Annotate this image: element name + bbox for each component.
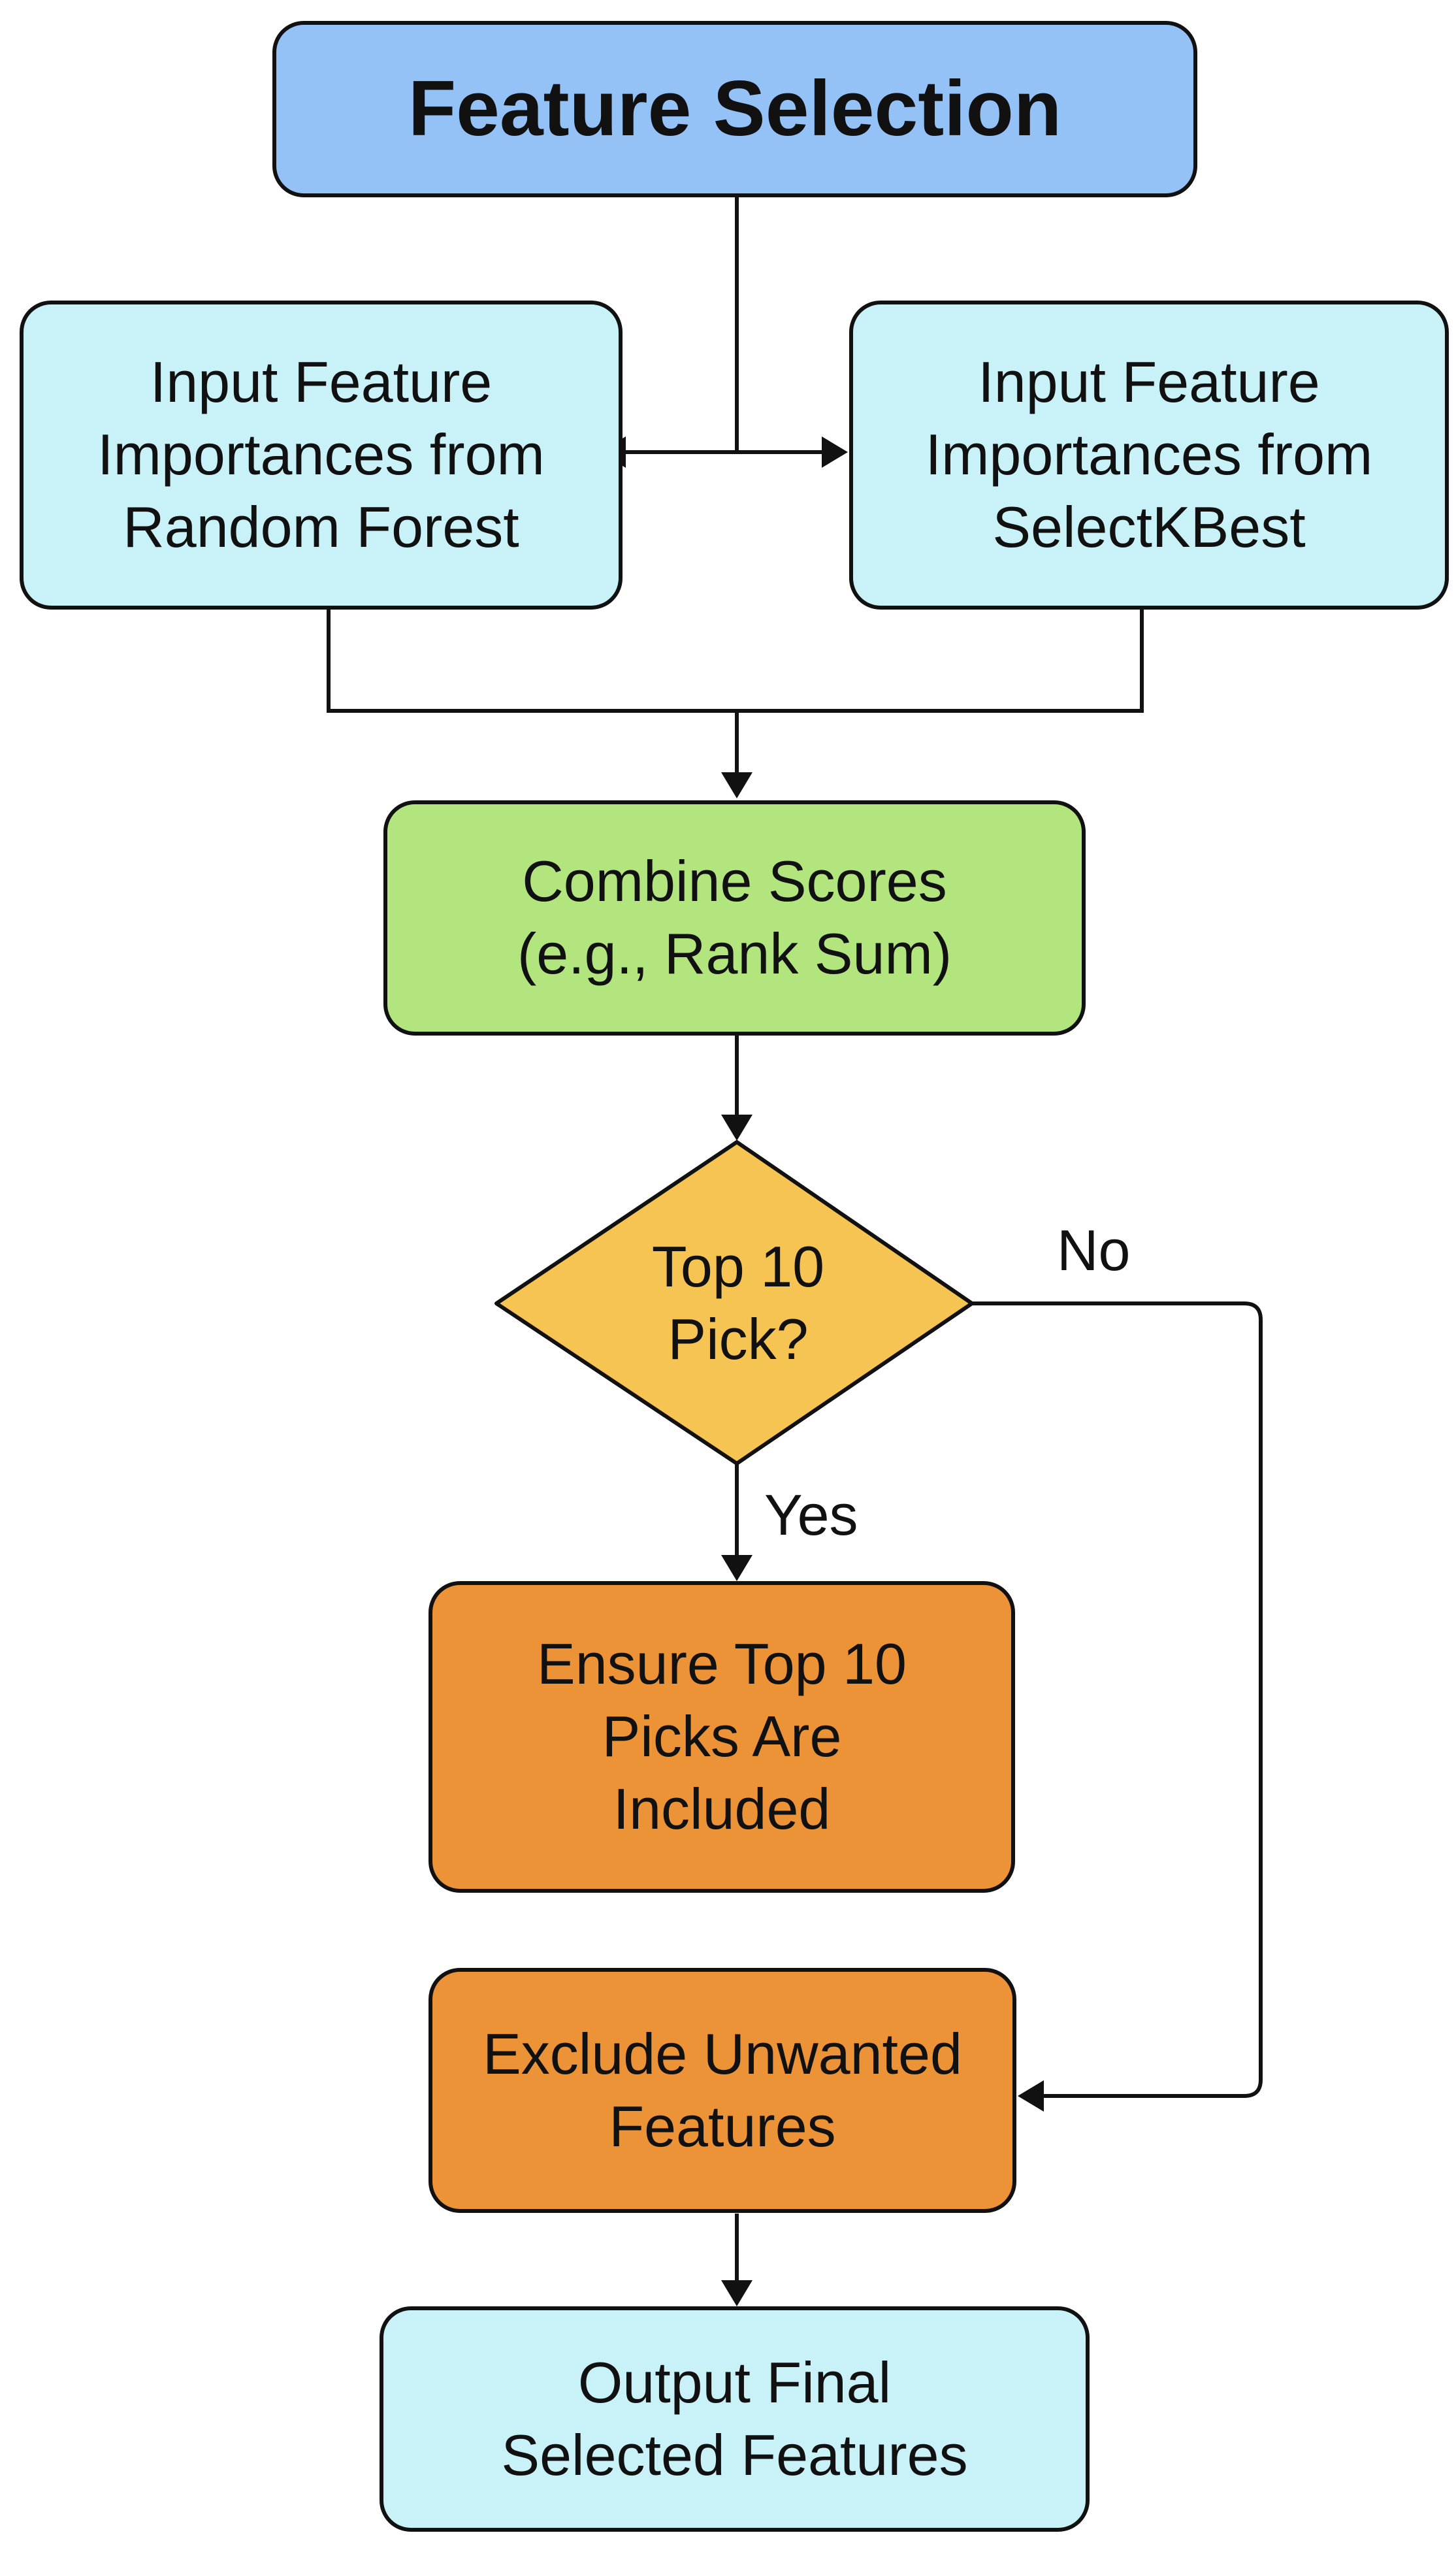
no-connector-arrowhead [1018,2080,1044,2112]
exclude-to-output-arrowhead [721,2280,752,2306]
input-random-forest-text: Input Feature Importances from Random Fo… [97,350,545,559]
input-random-forest-box: Input Feature Importances from Random Fo… [20,301,623,610]
ensure-top10-box: Ensure Top 10 Picks Are Included [429,1581,1015,1893]
no-connector-line [972,1301,1263,2098]
combine-scores-box: Combine Scores (e.g., Rank Sum) [383,800,1086,1036]
no-label: No [1057,1218,1131,1283]
decision-text: Top 10 Pick? [651,1234,825,1371]
combine-scores-text: Combine Scores (e.g., Rank Sum) [517,849,952,986]
exclude-unwanted-text: Exclude Unwanted Features [483,2021,962,2159]
input-selectkbest-text: Input Feature Importances from SelectKBe… [925,350,1373,559]
exclude-unwanted-box: Exclude Unwanted Features [429,1968,1016,2213]
arrowhead-right [822,436,848,468]
output-final-text: Output Final Selected Features [501,2349,968,2487]
input-selectkbest-box: Input Feature Importances from SelectKBe… [849,301,1449,610]
title-box: Feature Selection [272,21,1197,197]
ensure-top10-text: Ensure Top 10 Picks Are Included [537,1631,907,1841]
inputs-merge-connector [327,609,1144,713]
output-final-box: Output Final Selected Features [380,2306,1090,2532]
title-text: Feature Selection [408,65,1062,153]
combine-to-decision-arrowhead [721,1115,752,1141]
merge-to-combine-arrowhead [721,772,752,798]
yes-connector-arrowhead [721,1555,752,1581]
yes-label: Yes [764,1482,858,1547]
